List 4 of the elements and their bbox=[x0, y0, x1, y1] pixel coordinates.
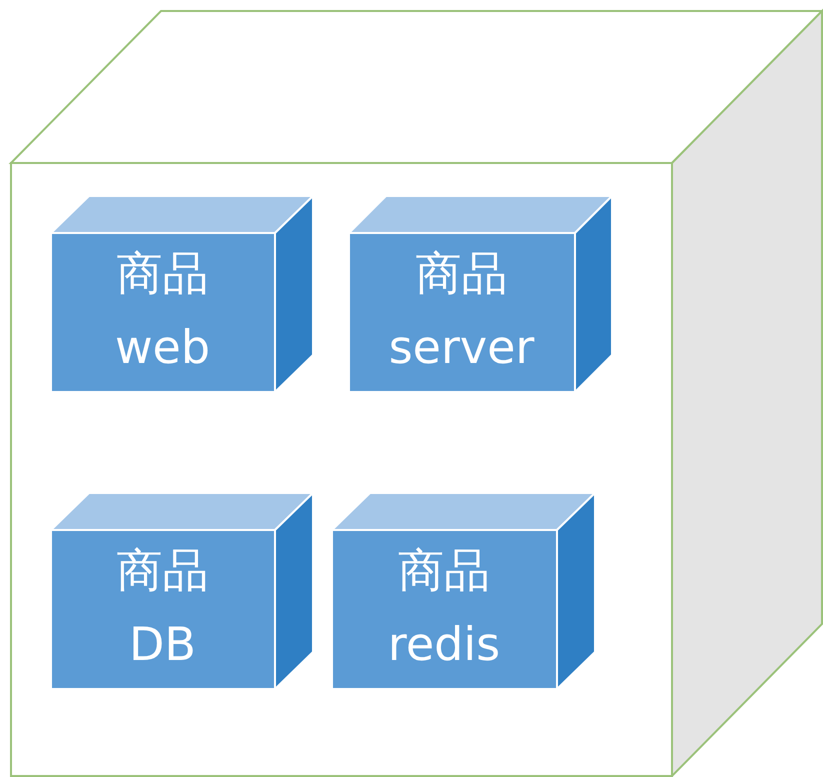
box-label: 商品 web bbox=[114, 245, 210, 376]
box-label: 商品 server bbox=[388, 245, 534, 376]
box-label: 商品 redis bbox=[388, 542, 500, 673]
box-label: 商品 DB bbox=[116, 542, 208, 673]
